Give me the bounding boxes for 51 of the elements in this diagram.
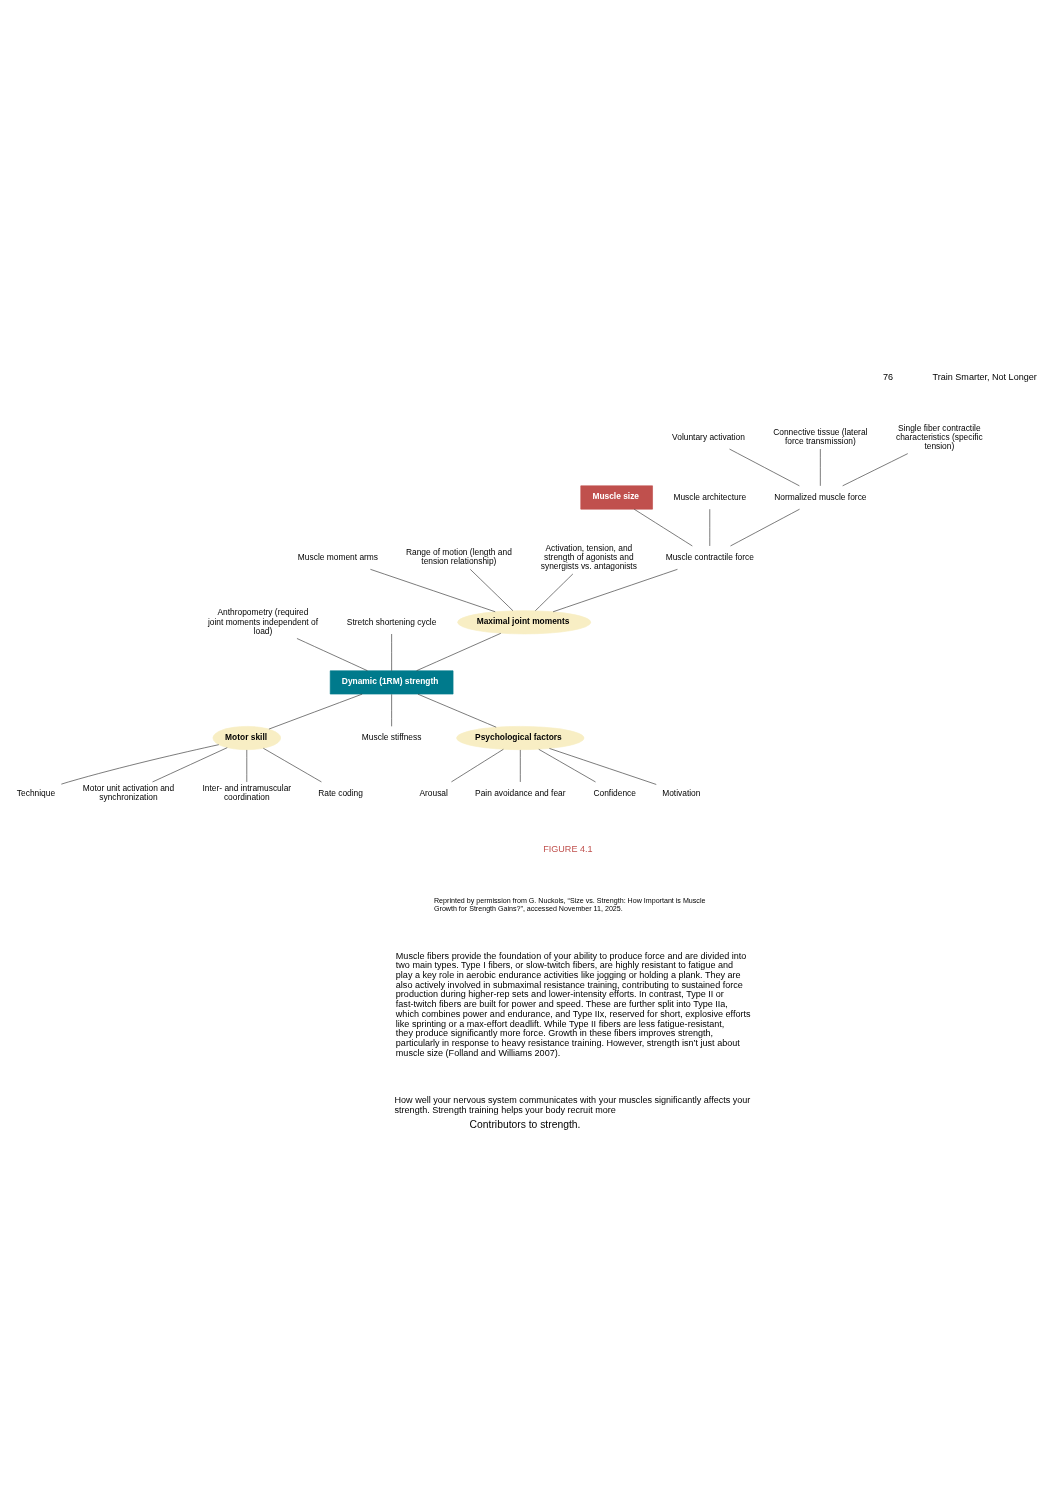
- label: How well your nervous system communicates with your muscles significantly affects your strength. Strength training helps your body recruit more: [394, 1094, 751, 1115]
- node-text: Muscle stiffness: [361, 732, 422, 743]
- node-box: Dynamic (1RM) strength: [329, 670, 454, 695]
- connector: [417, 693, 497, 728]
- node-text: Stretch shortening cycle: [346, 616, 437, 627]
- node-box: Muscle size: [580, 485, 653, 510]
- node-text: Muscle moment arms: [297, 551, 379, 562]
- node-text: Voluntary activation: [672, 431, 745, 442]
- connector: [152, 747, 228, 783]
- connector: [633, 508, 693, 547]
- node-text: Technique: [16, 787, 56, 798]
- connector: [842, 453, 909, 487]
- connector: [552, 569, 678, 613]
- node-text: Confidence: [593, 787, 636, 798]
- node-text: Motivation: [662, 787, 701, 798]
- node-text: Muscle contractile force: [665, 551, 754, 562]
- connector: [61, 744, 220, 785]
- connector: [296, 638, 368, 672]
- connector: [263, 747, 322, 783]
- node-text: Normalized muscle force: [774, 491, 867, 502]
- node-text: Connective tissue (lateral force transmission): [773, 427, 868, 447]
- connector: [451, 748, 504, 783]
- label: 76: [883, 371, 894, 382]
- node-text: Anthropometry (required joint moments independent of load): [207, 607, 319, 636]
- label: Train Smarter, Not Longer: [932, 371, 1037, 382]
- connector: [370, 569, 496, 613]
- node-ellipse: Motor skill: [212, 726, 281, 750]
- node-text: Arousal: [419, 787, 448, 798]
- connector: [391, 633, 392, 672]
- connector: [535, 573, 574, 612]
- node-text: Rate coding: [318, 787, 363, 798]
- connector: [730, 508, 800, 547]
- connector: [729, 448, 800, 487]
- node-text: Motor unit activation and synchronization: [82, 783, 175, 803]
- node-text: Single fiber contractile characteristics (specific tension): [895, 422, 983, 451]
- label: Muscle fibers provide the foundation of your ability to produce force and are divided into two main types. Type I fibers, or slow-twitch fibers, are highly resistant to fatigue and play a key role in aerobic endurance activities like jogging or holding a plank. They are also actively involved in submaximal resistance training, contributing to sustained force production during higher-rep sets and lower-intensity efforts. In contrast, Type II or fast-twitch fibers are built for power and speed. These are further split into Type IIa, which combines power and endurance, and Type IIx, reserved for short, explosive efforts like sprinting or a max-effort deadlift. While Type II fibers are less fatigue-resistant, they produce significantly more force. Growth in these fibers improves strength, particularly in response to heavy resistance training. However, strength isn’t just about muscle size (Folland and Williams 2007).: [395, 950, 751, 1058]
- node-text: Pain avoidance and fear: [475, 787, 566, 798]
- node-text: Muscle architecture: [673, 491, 747, 502]
- node-ellipse: Maximal joint moments: [457, 610, 592, 635]
- connector: [416, 633, 502, 672]
- connector: [549, 748, 657, 785]
- connector: [469, 569, 514, 612]
- label: FIGURE 4.1: [543, 843, 593, 854]
- node-text: Inter- and intramuscular coordination: [202, 783, 292, 803]
- caption: Contributors to strength.: [469, 1119, 581, 1131]
- node-ellipse: Psychological factors: [456, 726, 585, 750]
- connector: [538, 748, 596, 783]
- connector: [268, 693, 363, 730]
- connector: [391, 694, 392, 727]
- node-text: Range of motion (length and tension relationship): [405, 547, 512, 567]
- node-text: Activation, tension, and strength of agonists and synergists vs. antagonists: [540, 542, 637, 571]
